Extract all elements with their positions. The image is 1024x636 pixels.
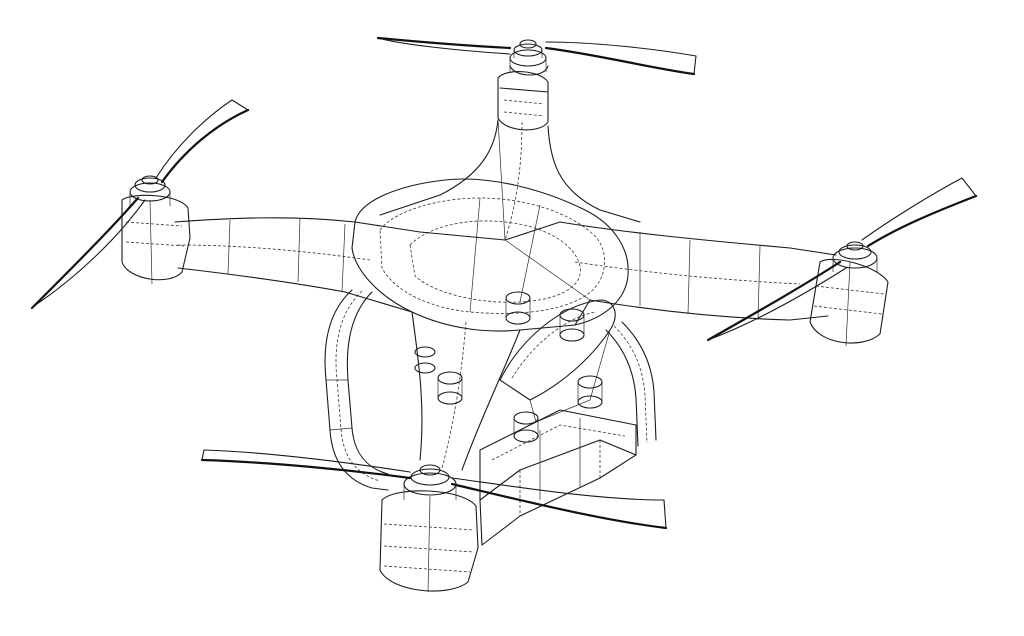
motor-rear [497,39,549,131]
propeller-front [200,449,668,530]
camera-box [479,409,637,546]
landing-gear-right [605,321,657,447]
motor-front [379,464,479,593]
landing-gear-left [324,289,389,491]
motor-left [121,175,191,285]
propeller-left [30,99,250,310]
propeller-right [706,177,978,342]
motor-right [809,241,889,347]
center-components [414,291,603,443]
drone-body [174,119,837,471]
propeller-rear [376,36,697,76]
front-nose [499,299,616,423]
